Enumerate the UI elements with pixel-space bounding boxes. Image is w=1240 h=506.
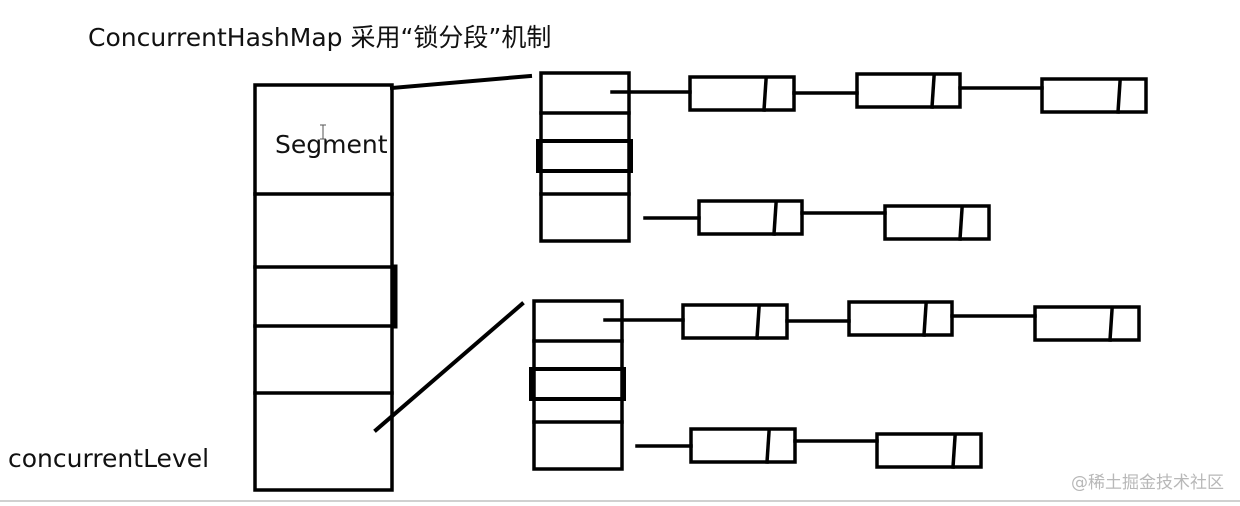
node-next-field (951, 435, 957, 469)
chain-node (1040, 77, 1148, 114)
chain-node (847, 300, 954, 337)
segment-to-table-connector (389, 73, 533, 91)
bottom-divider (0, 500, 1240, 502)
node-next-field (1108, 308, 1114, 342)
segment-to-table-connector (373, 301, 525, 433)
chain-upper-2 (643, 199, 991, 241)
segment-array-outline (253, 83, 394, 492)
node-next-field (765, 430, 771, 464)
chain-node (697, 199, 804, 236)
chain-lower-2 (635, 427, 983, 469)
chain-node (883, 204, 991, 241)
table-slot-highlight (536, 139, 633, 173)
chain-node (688, 75, 796, 112)
node-next-field (922, 303, 928, 337)
watermark: @稀土掘金技术社区 (1071, 473, 1224, 493)
node-next-field (1116, 80, 1122, 114)
node-next-field (930, 75, 936, 109)
hash-table-upper (536, 71, 633, 243)
chain-node (689, 427, 797, 464)
concurrent-level-label: concurrentLevel (8, 444, 210, 473)
chain-node (1033, 305, 1141, 342)
table-outline (532, 299, 624, 471)
chain-node (681, 303, 789, 340)
chain-lower-1 (603, 300, 1141, 342)
chain-node (855, 72, 962, 109)
node-next-field (755, 306, 761, 340)
segment-array (253, 83, 398, 492)
node-next-field (772, 202, 778, 236)
chain-upper-1 (610, 72, 1148, 114)
table-outline (539, 71, 631, 243)
text-cursor-icon (320, 124, 326, 140)
node-next-field (762, 78, 768, 112)
node-next-field (958, 207, 964, 241)
diagram-title: ConcurrentHashMap 采用“锁分段”机制 (88, 23, 552, 52)
hash-table-lower (529, 299, 626, 471)
table-slot-highlight (529, 367, 626, 401)
chain-node (875, 432, 983, 469)
segment-label: Segment (275, 130, 388, 159)
